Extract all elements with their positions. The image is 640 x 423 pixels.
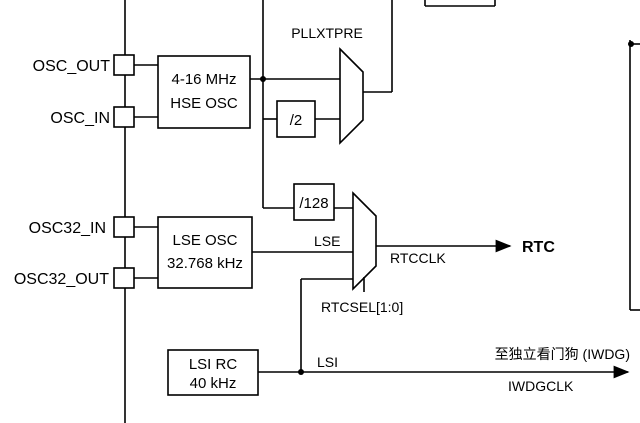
lse-osc-block: [157, 216, 253, 289]
div2-label: /2: [290, 112, 303, 129]
lse-freq-label: 32.768 kHz: [167, 255, 243, 272]
pllxtpre-mux: [339, 47, 364, 145]
lsi-freq-label: 40 kHz: [190, 375, 237, 392]
right-junction-dot: [628, 41, 634, 47]
rtc-label: RTC: [522, 239, 555, 256]
osc-out-pin: [113, 54, 135, 76]
lsi-name-label: LSI RC: [189, 356, 238, 373]
div128-block: [293, 183, 335, 221]
hse-osc-block: [157, 55, 251, 129]
div128-label: /128: [299, 195, 328, 212]
iwdg-label: 至独立看门狗 (IWDG): [495, 346, 630, 362]
osc-out-label: OSC_OUT: [33, 58, 111, 75]
osc32-out-label: OSC32_OUT: [14, 271, 109, 288]
osc-in-label: OSC_IN: [50, 110, 110, 127]
hse-freq-label: 4-16 MHz: [171, 71, 236, 88]
lsi-signal-label: LSI: [317, 354, 338, 370]
osc32-in-pin: [113, 216, 135, 238]
lse-name-label: LSE OSC: [172, 232, 237, 249]
lsi-rc-block: [167, 349, 259, 396]
div2-block: [276, 100, 316, 138]
osc32-in-label: OSC32_IN: [29, 220, 106, 237]
hse-junction-dot: [260, 76, 266, 82]
rtcsel-label: RTCSEL[1:0]: [321, 299, 403, 315]
lse-signal-label: LSE: [314, 233, 340, 249]
pllxtpre-label: PLLXTPRE: [291, 25, 363, 41]
osc32-out-pin: [113, 267, 135, 289]
rtcsel-mux: [352, 191, 377, 291]
rtcclk-label: RTCCLK: [390, 250, 446, 266]
osc-in-pin: [113, 106, 135, 128]
iwdgclk-label: IWDGCLK: [508, 378, 574, 394]
hse-name-label: HSE OSC: [170, 95, 238, 112]
